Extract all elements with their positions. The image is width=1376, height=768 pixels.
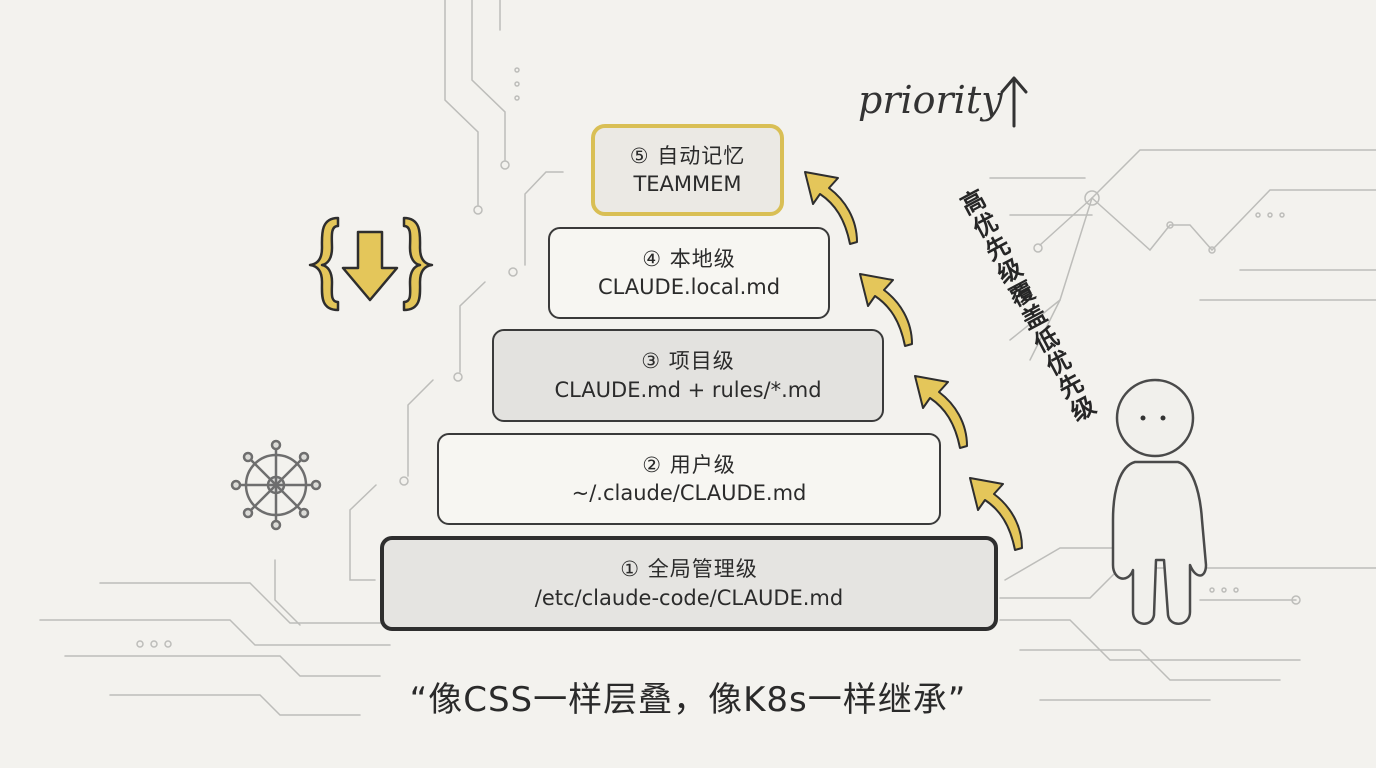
layer-number: ① [620, 557, 641, 582]
layer-path: ~/.claude/CLAUDE.md [571, 481, 807, 505]
layer-project: ③ 项目级 CLAUDE.md + rules/*.md [492, 329, 884, 422]
layer-title: ① 全局管理级 [620, 555, 758, 583]
layer-path: TEAMMEM [633, 172, 742, 196]
layer-title: ④ 本地级 [642, 245, 736, 273]
layer-number: ③ [641, 349, 662, 374]
circuit-lines [39, 0, 1376, 716]
curly-brace-down-arrow-icon [308, 216, 434, 312]
layer-number: ⑤ [629, 143, 650, 168]
layer-title: ② 用户级 [642, 451, 736, 479]
layer-name: 用户级 [669, 452, 736, 477]
layer-local: ④ 本地级 CLAUDE.local.md [548, 227, 830, 319]
layer-number: ② [642, 452, 663, 477]
layer-name: 本地级 [669, 246, 736, 271]
priority-label: priority [858, 78, 1003, 122]
layer-path: CLAUDE.md + rules/*.md [554, 377, 822, 402]
curved-up-arrow-icon [804, 171, 1023, 551]
ship-wheel-icon [230, 439, 322, 531]
layer-title: ③ 项目级 [641, 347, 735, 375]
layer-auto-memory: ⑤ 自动记忆 TEAMMEM [591, 124, 784, 216]
layer-name: 项目级 [668, 349, 735, 374]
layer-title: ⑤ 自动记忆 [630, 142, 746, 170]
layer-path: CLAUDE.local.md [597, 275, 781, 299]
layer-name: 自动记忆 [657, 143, 746, 168]
person-figure-icon [1111, 378, 1208, 625]
layer-user: ② 用户级 ~/.claude/CLAUDE.md [437, 433, 941, 525]
layer-name: 全局管理级 [647, 557, 758, 582]
layer-global-admin: ① 全局管理级 /etc/claude-code/CLAUDE.md [380, 536, 998, 631]
tagline-quote: “像CSS一样层叠，像K8s一样继承” [409, 680, 967, 720]
layer-number: ④ [642, 246, 663, 271]
priority-up-arrow-icon [1000, 76, 1028, 128]
layer-path: /etc/claude-code/CLAUDE.md [534, 585, 844, 610]
